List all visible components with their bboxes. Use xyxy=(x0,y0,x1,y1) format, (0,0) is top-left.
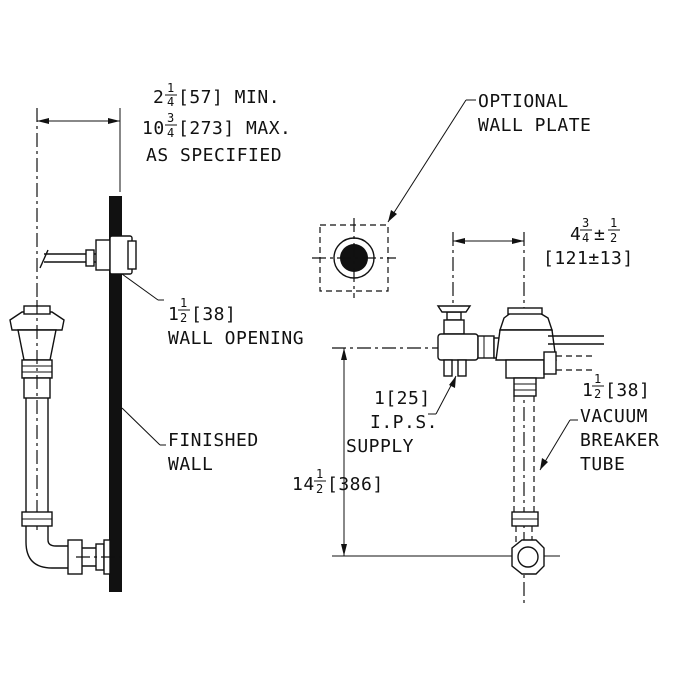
valve-cover-top xyxy=(507,307,543,315)
stop-inlet-left xyxy=(443,359,453,377)
wall-plate-label: WALL PLATE xyxy=(478,115,591,136)
dim-max-rest: [273] MAX. xyxy=(178,118,291,139)
wall-open-rest: [38] xyxy=(191,304,236,325)
wall-open-den: 2 xyxy=(180,311,187,325)
wall-opening-leader-a xyxy=(121,273,159,301)
spud-circle xyxy=(517,546,539,568)
elbow-inner xyxy=(47,526,76,547)
pipe-break xyxy=(39,249,49,269)
stop-outlet-nut xyxy=(477,335,495,359)
wall-flange xyxy=(95,239,111,271)
dimension-max-text: 10 3 4 [273] MAX. xyxy=(142,111,291,140)
finished-wall xyxy=(109,196,122,592)
dim-min-whole: 2 xyxy=(153,87,164,108)
stop-handle xyxy=(436,305,472,313)
height-num: 1 xyxy=(316,467,323,481)
offset-arrow-left xyxy=(453,238,465,244)
arrow-right xyxy=(108,118,120,124)
wall-opening-size: 1 1 2 [38] xyxy=(168,296,236,325)
stop-handle-stem xyxy=(446,311,462,321)
height-text: 14 1 2 [386] xyxy=(292,467,384,496)
stop-body xyxy=(437,333,479,361)
offset-tol-den: 2 xyxy=(610,231,617,245)
vb-whole: 1 xyxy=(582,380,593,401)
height-rest: [386] xyxy=(327,474,384,495)
valve-outlet-coupling xyxy=(513,377,537,397)
finished-wall-leader-a xyxy=(121,407,161,446)
offset-arrow-right xyxy=(512,238,524,244)
stop-inlet-right xyxy=(457,359,467,377)
front-view xyxy=(332,232,604,604)
vb-size-text: 1 1 2 [38] xyxy=(582,372,650,401)
vb-arrow xyxy=(540,458,548,470)
offset-num: 3 xyxy=(582,216,589,230)
wall-opening-label: WALL OPENING xyxy=(168,328,304,349)
dim-max-den: 4 xyxy=(167,126,174,140)
valve-cover xyxy=(499,311,553,331)
dim-min-den: 4 xyxy=(167,95,174,109)
vb-rest: [38] xyxy=(605,380,650,401)
tube-label: TUBE xyxy=(580,454,625,475)
wall-plate xyxy=(312,99,476,298)
finished-wall-label-1: FINISHED xyxy=(168,430,259,451)
wall-plate-arrow xyxy=(388,210,397,222)
dimension-min-text: 2 1 4 [57] MIN. xyxy=(153,81,280,109)
vb-num: 1 xyxy=(594,372,601,386)
finished-wall-label-2: WALL xyxy=(168,454,213,475)
as-specified-label: AS SPECIFIED xyxy=(146,145,282,166)
offset-text: 4 3 4 ± 1 2 xyxy=(570,216,620,245)
vacuum-label: VACUUM xyxy=(580,406,648,427)
arrow-left xyxy=(37,118,49,124)
wall-open-num: 1 xyxy=(180,296,187,310)
dim-max-num: 3 xyxy=(167,111,174,125)
dim-min-num: 1 xyxy=(167,81,174,95)
wall-open-whole: 1 xyxy=(168,304,179,325)
offset-whole: 4 xyxy=(570,224,581,245)
dim-min-rest: [57] MIN. xyxy=(178,87,280,108)
breaker-label: BREAKER xyxy=(580,430,659,451)
offset-den: 4 xyxy=(582,231,589,245)
supply-ips-label: I.P.S. xyxy=(370,412,438,433)
offset-tol-num: 1 xyxy=(610,216,617,230)
wall-plate-leader-b xyxy=(387,99,467,223)
stop-bonnet xyxy=(443,319,465,335)
optional-label: OPTIONAL xyxy=(478,91,569,112)
valve-lower-body xyxy=(505,359,545,379)
height-arrow-top xyxy=(341,348,347,360)
handle-socket xyxy=(543,351,557,375)
dim-max-whole: 10 xyxy=(142,118,165,139)
offset-mm-label: [121±13] xyxy=(543,248,634,269)
vb-den: 2 xyxy=(594,387,601,401)
pipe-nut xyxy=(85,249,95,267)
supply-arrow xyxy=(449,376,456,388)
height-den: 2 xyxy=(316,482,323,496)
side-view xyxy=(9,108,166,592)
supply-label: SUPPLY xyxy=(346,436,414,457)
elbow-outer xyxy=(25,526,76,569)
offset-pm: ± xyxy=(594,224,605,245)
wall-plate-hole xyxy=(340,244,368,272)
height-arrow-bottom xyxy=(341,544,347,556)
height-whole: 14 xyxy=(292,474,315,495)
supply-size-label: 1[25] xyxy=(374,388,431,409)
wall-escutcheon-cap xyxy=(127,240,137,270)
